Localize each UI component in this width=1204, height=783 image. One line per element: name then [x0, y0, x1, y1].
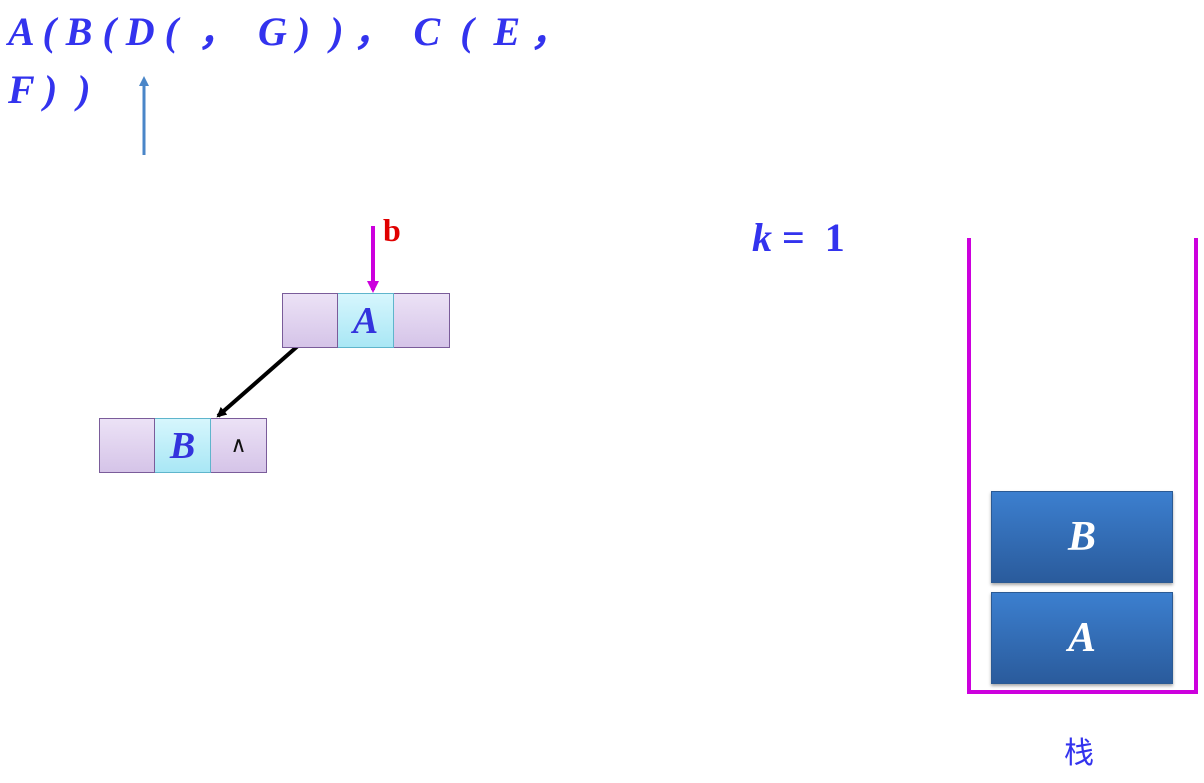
stack-item-bottom: A [991, 592, 1173, 684]
stack-item-top-label: B [1067, 514, 1096, 560]
expression-line-1: A ( B ( D ( ， G ) ) ， C ( E ， [8, 9, 571, 54]
tree-node-a: A [282, 293, 450, 348]
null-pointer-symbol: ∧ [230, 433, 247, 458]
node-b-data: B [169, 424, 196, 467]
pointer-label-b: b [383, 212, 401, 248]
node-a-right-field [394, 293, 450, 348]
counter-var: k [752, 215, 772, 260]
node-a-data-field: A [338, 293, 394, 348]
expression-line-2: F ) ) [8, 67, 91, 112]
node-b-left-field [99, 418, 155, 473]
tree-node-b: B ∧ [99, 418, 267, 473]
stack-label: 栈 [1064, 736, 1094, 771]
node-a-data: A [352, 299, 379, 342]
stack-item-top: B [991, 491, 1173, 583]
scan-position-arrow-icon [139, 76, 149, 155]
node-b-right-field: ∧ [211, 418, 267, 473]
counter-value: 1 [824, 215, 845, 260]
stack-item-bottom-label: A [1067, 615, 1096, 661]
counter-k: k = 1 [752, 214, 845, 261]
node-b-data-field: B [155, 418, 211, 473]
node-a-left-field [282, 293, 338, 348]
counter-eq: = [782, 215, 805, 260]
